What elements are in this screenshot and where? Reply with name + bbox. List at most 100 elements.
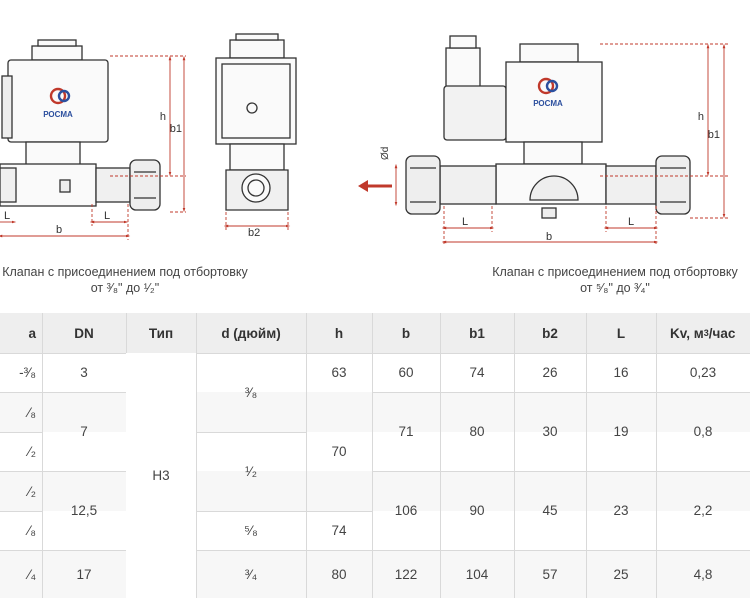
row-5-code: ⁄₈ (28, 523, 36, 538)
row-6-code: ⁄₄ (28, 566, 36, 582)
header-l: L (616, 325, 626, 341)
grid-line (0, 432, 42, 433)
l-cell: 25 (613, 566, 629, 582)
d-cell: ¹⁄₂ (245, 464, 257, 479)
header-h: h (334, 325, 344, 341)
right-logo-text: РОСМА (533, 99, 563, 108)
grid-line (196, 550, 750, 551)
b2-cell: 30 (542, 424, 558, 439)
d-cell: ⁵⁄₈ (244, 523, 258, 538)
grid-line (0, 511, 42, 512)
middle-valve-side-view (215, 33, 297, 211)
middle-valve-dimensions (223, 212, 291, 230)
grid-line (0, 471, 126, 472)
b-cell: 122 (394, 566, 418, 582)
row-3-code: ⁄₂ (28, 444, 37, 459)
header-b: b (401, 325, 411, 341)
grid-line (196, 511, 372, 512)
left-dim-b1: b1 (170, 123, 182, 135)
l-cell: 19 (613, 424, 629, 439)
grid-line (196, 432, 306, 433)
left-dim-l2: L (104, 210, 110, 222)
grid-line (372, 471, 750, 472)
grid-line (514, 313, 515, 598)
h-cell: 74 (331, 523, 347, 538)
grid-line (440, 313, 441, 598)
middle-dim-b2: b2 (248, 227, 260, 239)
d-cell: ³⁄₈ (244, 385, 258, 400)
b1-cell: 80 (469, 424, 485, 439)
left-valve-front-view (0, 39, 161, 211)
b2-cell: 26 (542, 365, 558, 380)
grid-line (0, 353, 750, 354)
header-dn: DN (74, 325, 94, 341)
b1-cell: 74 (469, 365, 485, 380)
kv-cell: 0,23 (689, 365, 717, 380)
header-d: d (дюйм) (221, 325, 281, 341)
h-cell: 80 (331, 566, 347, 582)
right-dim-b: b (546, 231, 552, 243)
dn-cell: 3 (80, 365, 88, 380)
caption-right-line1: Клапан с присоединением под отбортовку (492, 265, 738, 279)
table-band (0, 550, 750, 598)
b-cell: 106 (394, 503, 418, 518)
grid-line (656, 313, 657, 598)
technical-drawings: РОСМА h b1 b L L b2 (0, 33, 730, 246)
b-cell: 60 (398, 365, 414, 380)
dn-cell: 7 (80, 424, 88, 439)
grid-line (372, 392, 750, 393)
left-dim-b: b (56, 224, 62, 236)
left-logo-text: РОСМА (43, 110, 73, 119)
caption-right-line2: от ⁵⁄₈" до ³⁄₄" (580, 281, 650, 295)
b1-cell: 104 (465, 566, 489, 582)
grid-line (196, 313, 197, 598)
b2-cell: 45 (542, 503, 558, 518)
grid-line (372, 313, 373, 598)
left-dim-l1: L (4, 210, 10, 222)
table-header-bg (0, 313, 750, 353)
header-kv-tail: /час (708, 325, 736, 341)
l-cell: 16 (613, 365, 629, 380)
caption-right: Клапан с присоединением под отбортовку о… (470, 264, 750, 296)
right-dim-l1: L (462, 216, 468, 228)
header-col-0: а (28, 325, 36, 341)
header-b1: b1 (469, 325, 485, 341)
header-kv-text: Kv, м (670, 325, 704, 341)
grid-line (306, 313, 307, 598)
table-band (0, 471, 750, 511)
dn-cell: 17 (76, 566, 92, 582)
grid-line (42, 313, 43, 598)
grid-line (0, 550, 126, 551)
right-logo: РОСМА (533, 77, 563, 108)
h-cell: 63 (331, 365, 347, 380)
table-band (0, 392, 750, 432)
left-valve-dimensions (0, 55, 186, 240)
b1-cell: 90 (469, 503, 485, 518)
kv-cell: 2,2 (693, 503, 713, 518)
right-dim-b1: b1 (708, 129, 720, 141)
row-2-code: ⁄₈ (28, 404, 36, 420)
h-cell: 70 (331, 444, 347, 459)
caption-left-line1: Клапан с присоединением под отбортовку (2, 265, 248, 279)
grid-line (0, 392, 126, 393)
caption-left-line2: от ³⁄₈" до ¹⁄₂" (90, 281, 160, 295)
d-cell: ³⁄₄ (244, 566, 258, 582)
header-b2: b2 (542, 325, 558, 341)
b-cell: 71 (398, 424, 414, 439)
right-valve-dimensions (394, 43, 730, 246)
right-dim-h: h (698, 111, 704, 123)
kv-cell: 0,8 (693, 424, 713, 439)
row-1-code: -³⁄₈ (19, 365, 36, 380)
l-cell: 23 (613, 503, 629, 518)
flow-direction-arrow (358, 180, 392, 192)
b2-cell: 57 (542, 566, 558, 582)
right-valve-front-view (405, 35, 691, 219)
dn-cell: 12,5 (70, 503, 98, 518)
grid-line (586, 313, 587, 598)
right-dim-l2: L (628, 216, 634, 228)
right-dim-d: Ød (380, 147, 391, 160)
row-4-code: ⁄₂ (28, 483, 37, 499)
header-type: Тип (148, 325, 174, 341)
